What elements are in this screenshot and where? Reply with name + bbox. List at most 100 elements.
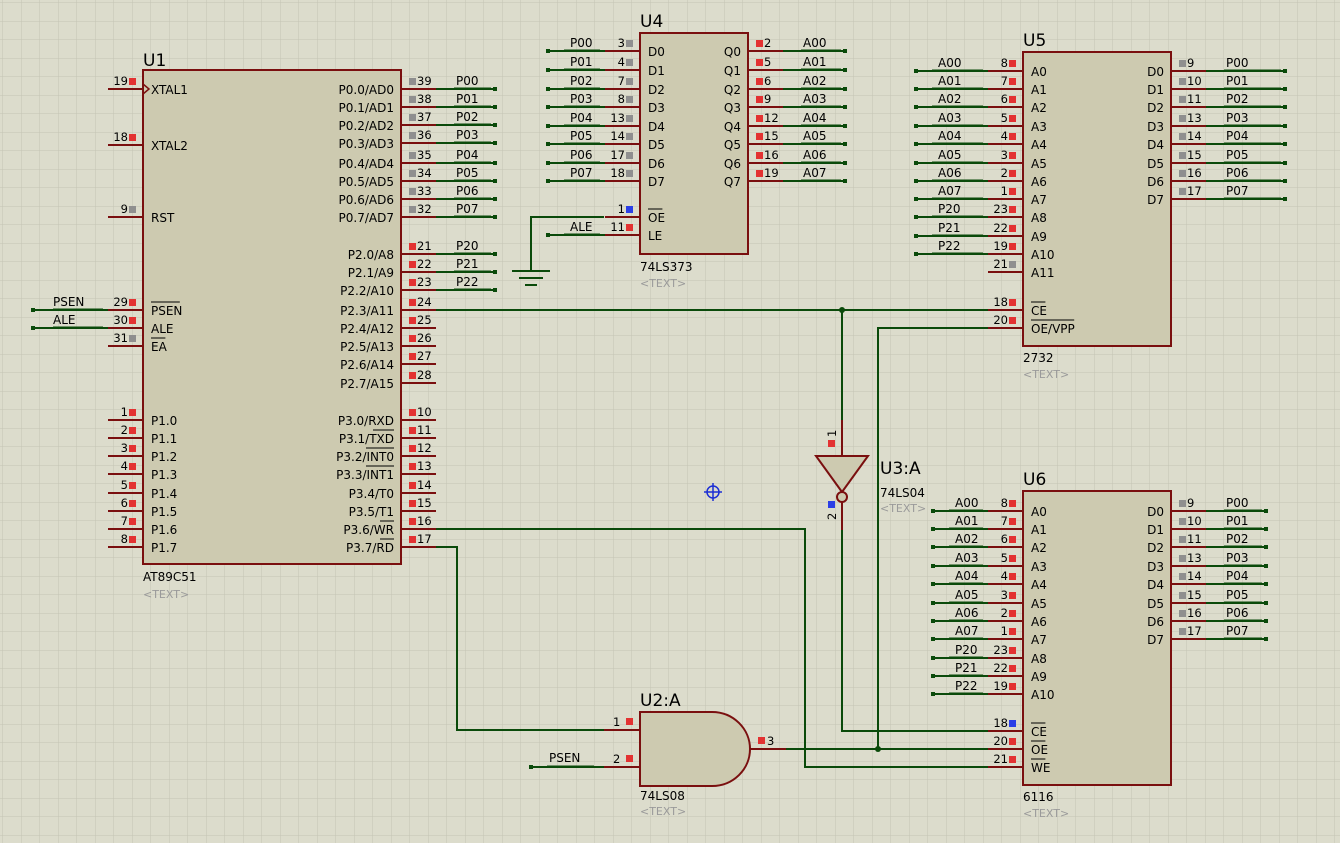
pin-marker <box>1009 60 1016 67</box>
u3a-type: 74LS04 <box>880 486 925 500</box>
pin-name: D2 <box>648 83 665 97</box>
pin-marker <box>756 78 763 85</box>
pin-marker <box>1009 647 1016 654</box>
net-terminal <box>31 308 35 312</box>
pin-number: 15 <box>417 496 432 510</box>
component-u1[interactable]: U1AT89C51<TEXT>19XTAL118XTAL29RST29PSENP… <box>31 51 497 601</box>
wire <box>436 546 604 731</box>
pin-number: 16 <box>417 514 432 528</box>
pin-number: 27 <box>417 349 432 363</box>
net-label: PSEN <box>53 295 84 309</box>
pin-marker <box>129 409 136 416</box>
net-terminal <box>1283 161 1287 165</box>
net-terminal <box>914 179 918 183</box>
pin-name: D4 <box>1147 578 1164 592</box>
u3a-text: <TEXT> <box>880 502 926 515</box>
net-label: A01 <box>955 514 978 528</box>
pin-number: 8 <box>618 92 625 106</box>
pin-name: P3.3/INT1 <box>336 468 394 482</box>
net-terminal <box>914 215 918 219</box>
pin-marker <box>1009 261 1016 268</box>
net-terminal <box>1264 509 1268 513</box>
pin-name: P2.6/A14 <box>340 358 394 372</box>
u6-ref: U6 <box>1023 470 1046 490</box>
pin-name: D7 <box>1147 193 1164 207</box>
pin-marker <box>626 224 633 231</box>
net-label: P02 <box>456 110 479 124</box>
net-terminal <box>1264 601 1268 605</box>
net-label: A03 <box>803 92 826 106</box>
pin-number: 15 <box>764 129 779 143</box>
pin-number: 7 <box>121 514 128 528</box>
clock-symbol <box>142 83 151 95</box>
pin-name: P3.2/INT0 <box>336 450 394 464</box>
net-terminal <box>493 197 497 201</box>
pin-name: D6 <box>1147 175 1164 189</box>
net-label: P06 <box>456 184 479 198</box>
net-label: P20 <box>938 202 961 216</box>
pin-name: D6 <box>648 157 665 171</box>
pin-marker <box>626 59 633 66</box>
and-pin-2-number: 2 <box>613 752 620 766</box>
component-u5[interactable]: U52732<TEXT>8A0A007A1A016A2A025A3A034A4A… <box>914 31 1287 381</box>
pin-number: 2 <box>764 36 771 50</box>
net-label: A06 <box>938 166 961 180</box>
net-terminal <box>546 142 550 146</box>
component-u2a-and-gate[interactable]: 1 2 3 PSEN U2:A 74LS08 <TEXT> <box>547 691 786 818</box>
net-terminal <box>1283 179 1287 183</box>
pin-name: XTAL1 <box>151 83 188 97</box>
pin-name: D0 <box>1147 505 1164 519</box>
pin-marker <box>129 445 136 452</box>
net-label: P21 <box>938 221 961 235</box>
pin-marker <box>1179 536 1186 543</box>
pin-name: A2 <box>1031 101 1047 115</box>
net-terminal <box>493 252 497 256</box>
pin-number: 19 <box>764 166 779 180</box>
component-u4[interactable]: U474LS373<TEXT>3D0P004D1P017D2P028D3P031… <box>546 12 847 290</box>
net-label: P07 <box>456 202 479 216</box>
u2a-type: 74LS08 <box>640 789 685 803</box>
u5-text: <TEXT> <box>1023 368 1069 381</box>
net-label: P20 <box>456 239 479 253</box>
net-terminal <box>931 619 935 623</box>
pin-number: 15 <box>1187 148 1202 162</box>
net-label: A03 <box>955 551 978 565</box>
net-terminal <box>843 68 847 72</box>
pin-number: 6 <box>1001 532 1008 546</box>
pin-name: A8 <box>1031 652 1047 666</box>
pin-marker <box>1179 628 1186 635</box>
net-label: P22 <box>955 679 978 693</box>
pin-number: 20 <box>993 734 1008 748</box>
component-u6[interactable]: U66116<TEXT>8A0A007A1A016A2A025A3A034A4A… <box>931 470 1268 820</box>
pin-name: P3.7/RD <box>346 541 394 555</box>
pin-number: 10 <box>1187 514 1202 528</box>
net-label: P02 <box>1226 92 1249 106</box>
pin-name: P2.2/A10 <box>340 284 394 298</box>
pin-number: 5 <box>764 55 771 69</box>
net-terminal <box>914 197 918 201</box>
net-label: P04 <box>456 148 479 162</box>
inverter-bubble <box>836 491 848 503</box>
pin-marker <box>626 96 633 103</box>
pin-name: Q1 <box>724 64 741 78</box>
pin-number: 8 <box>1001 56 1008 70</box>
pin-number: 13 <box>1187 551 1202 565</box>
component-u3a-inverter[interactable]: 1 2 U3:A 74LS04 <TEXT> <box>814 420 926 530</box>
pin-marker <box>1009 170 1016 177</box>
pin-name: A0 <box>1031 505 1047 519</box>
pin-number: 14 <box>1187 569 1202 583</box>
net-terminal <box>493 215 497 219</box>
wire <box>530 216 604 271</box>
crosshair-cursor-icon[interactable] <box>704 483 722 501</box>
pin-number: 10 <box>1187 74 1202 88</box>
u6-text: <TEXT> <box>1023 807 1069 820</box>
net-label: P01 <box>1226 74 1249 88</box>
net-label: P05 <box>1226 588 1249 602</box>
pin-marker <box>1179 133 1186 140</box>
pin-name: D2 <box>1147 541 1164 555</box>
pin-name: P1.6 <box>151 523 177 537</box>
net-label: ALE <box>53 313 75 327</box>
pin-number: 18 <box>610 166 625 180</box>
pin-number: 11 <box>417 423 432 437</box>
net-terminal <box>931 637 935 641</box>
